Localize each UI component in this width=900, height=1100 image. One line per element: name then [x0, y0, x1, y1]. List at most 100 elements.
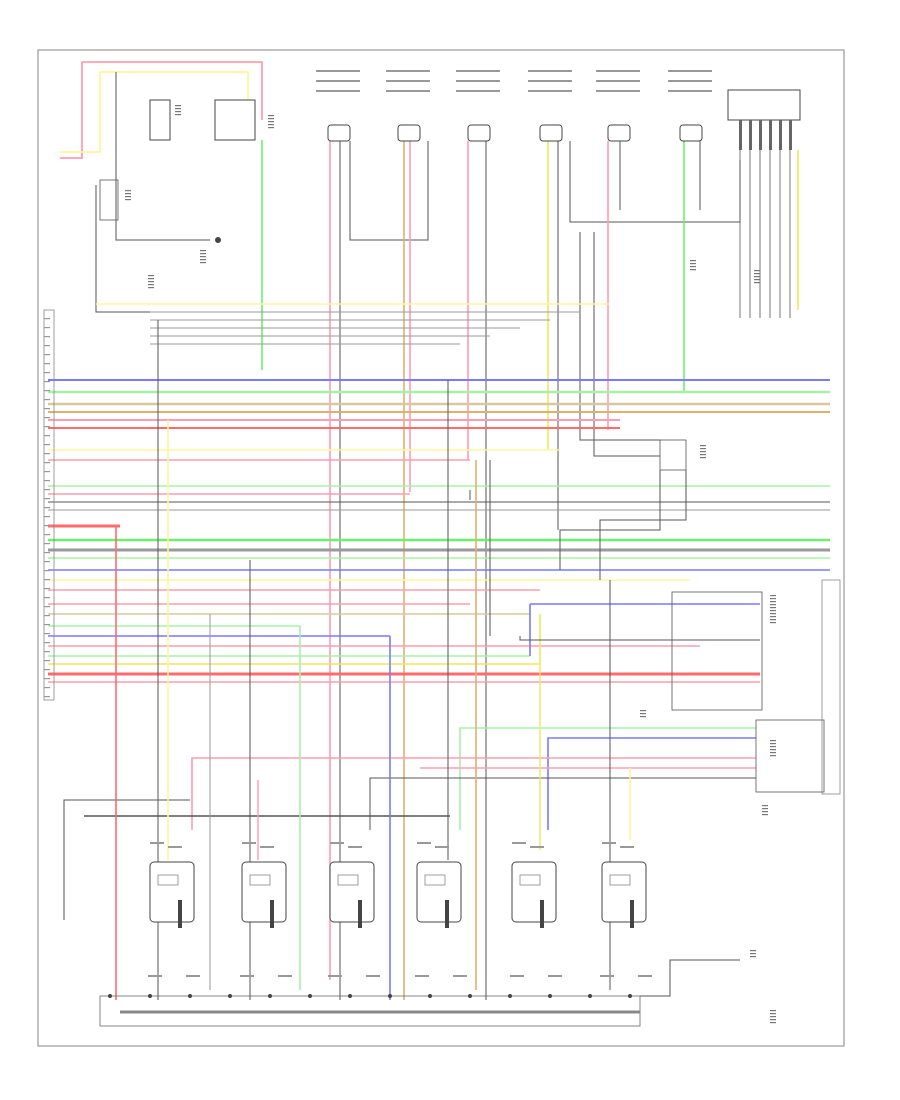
pin-label	[44, 678, 50, 680]
component-label	[200, 262, 206, 264]
module-label	[770, 749, 776, 751]
injector-coil	[424, 874, 446, 886]
text-stub	[415, 975, 429, 977]
connector-pin	[759, 120, 762, 150]
splice-point	[628, 994, 632, 998]
component-label	[175, 114, 181, 116]
text-stub	[456, 90, 500, 92]
component-label	[125, 199, 131, 201]
text-stub	[668, 80, 712, 82]
sensor-connector	[467, 124, 491, 142]
component-label	[700, 445, 706, 447]
text-stub	[548, 975, 562, 977]
pin-label	[44, 579, 50, 581]
pin-label	[44, 651, 50, 653]
text-stub	[510, 975, 524, 977]
component-label	[700, 454, 706, 456]
injector-terminal	[178, 900, 182, 928]
pin-label	[44, 660, 50, 662]
text-stub	[638, 975, 652, 977]
text-stub	[456, 80, 500, 82]
injector-terminal	[630, 900, 634, 928]
fuel-injector-2	[241, 861, 287, 923]
ignition-feed-wire	[60, 72, 101, 153]
text-stub	[386, 70, 430, 72]
text-stub	[668, 70, 712, 72]
injector-sensor-wire	[63, 799, 190, 920]
text-stub	[668, 90, 712, 92]
injector-coil	[157, 874, 179, 886]
connector-pin	[769, 120, 772, 150]
pin-label	[44, 516, 50, 518]
pin-label	[44, 525, 50, 527]
splice-point	[348, 994, 352, 998]
splice-point	[268, 994, 272, 998]
pin-label	[44, 534, 50, 536]
module-label	[770, 616, 776, 618]
pin-label	[44, 633, 50, 635]
pin-label	[44, 498, 50, 500]
splice-point	[228, 994, 232, 998]
pin-label	[44, 390, 50, 392]
fuel-injector-3	[329, 861, 375, 923]
component-label	[754, 279, 760, 281]
module-label	[770, 746, 776, 748]
module-connector	[755, 719, 825, 793]
pin-label	[44, 543, 50, 545]
module-label	[770, 613, 776, 615]
component-label	[175, 111, 181, 113]
module-wire	[369, 777, 756, 830]
text-stub	[596, 70, 640, 72]
component-label	[700, 448, 706, 450]
pin-label	[44, 363, 50, 365]
pin-label	[44, 435, 50, 437]
splice-point	[308, 994, 312, 998]
pin-label	[44, 597, 50, 599]
component-label	[200, 256, 206, 258]
text-stub	[602, 842, 616, 844]
text-stub	[530, 846, 544, 848]
component-label	[640, 716, 646, 718]
component-label	[268, 118, 274, 120]
text-stub	[453, 975, 467, 977]
component-label	[762, 808, 768, 810]
text-stub	[417, 842, 431, 844]
component-label	[690, 263, 696, 265]
component-label	[700, 457, 706, 459]
pin-label	[44, 417, 50, 419]
pin-label	[44, 669, 50, 671]
pin-label	[44, 345, 50, 347]
module-label	[770, 610, 776, 612]
splice-point	[148, 994, 152, 998]
splice-point	[588, 994, 592, 998]
module-label	[770, 622, 776, 624]
pin-label	[44, 687, 50, 689]
sensor-connector	[397, 124, 421, 142]
component-label	[762, 805, 768, 807]
text-stub	[148, 975, 162, 977]
text-stub	[242, 842, 256, 844]
sensor-connector	[539, 124, 563, 142]
sensor-shield-wire	[569, 141, 741, 223]
text-stub	[316, 80, 360, 82]
splice-point	[108, 994, 112, 998]
component-label	[754, 273, 760, 275]
pin-label	[44, 588, 50, 590]
module-wire	[547, 737, 756, 830]
control-module	[671, 591, 763, 711]
text-stub	[620, 846, 634, 848]
module-label	[770, 598, 776, 600]
component-label	[770, 1019, 776, 1021]
text-stub	[186, 975, 200, 977]
fuel-injector-4	[416, 861, 462, 923]
connector-pin	[789, 120, 792, 150]
pin-label	[44, 507, 50, 509]
injector-terminal	[358, 900, 362, 928]
component-label	[700, 451, 706, 453]
component-label	[268, 124, 274, 126]
component-label	[750, 956, 756, 958]
relay	[149, 99, 171, 141]
module-wire	[191, 757, 756, 830]
wire-layer	[48, 61, 830, 1000]
connector-pin	[749, 120, 752, 150]
